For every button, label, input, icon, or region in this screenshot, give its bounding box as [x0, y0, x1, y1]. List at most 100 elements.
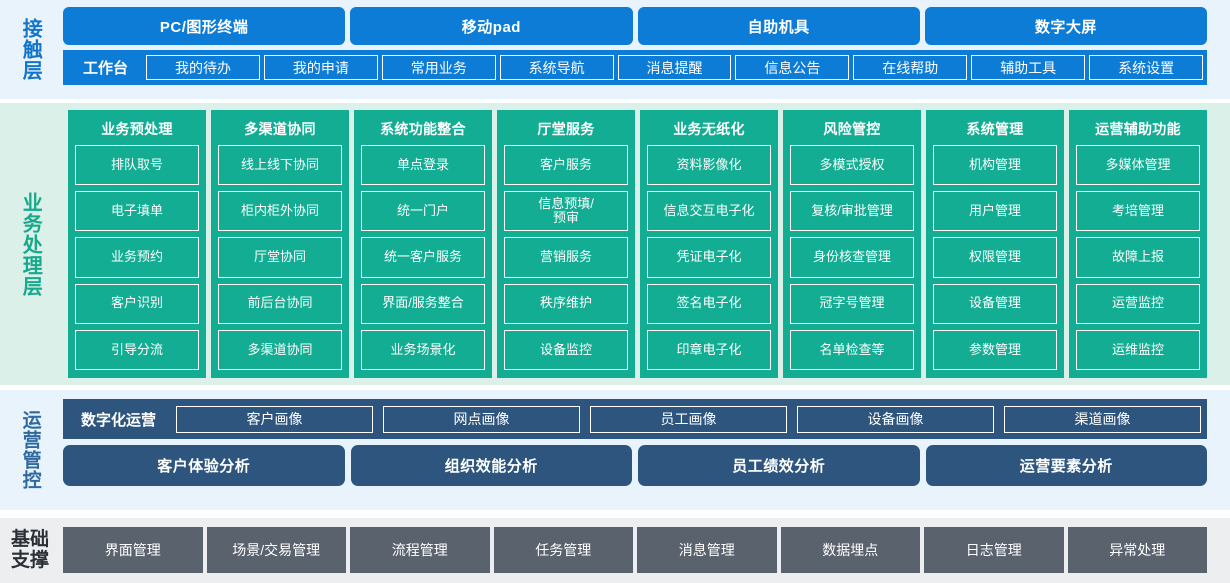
workbench-item-system-nav[interactable]: 系统导航	[499, 55, 614, 80]
business-item[interactable]: 权限管理	[933, 237, 1057, 278]
business-item[interactable]: 冠字号管理	[790, 283, 914, 324]
business-item[interactable]: 参数管理	[933, 329, 1057, 371]
business-item[interactable]: 电子填单	[75, 191, 199, 232]
operations-layer-body: 数字化运营 客户画像 网点画像 员工画像 设备画像 渠道画像 客户体验分析 组织…	[60, 390, 1230, 510]
business-item[interactable]: 签名电子化	[647, 283, 771, 324]
business-column-title: 风险管控	[823, 121, 881, 137]
portrait-employee[interactable]: 员工画像	[590, 405, 788, 433]
business-column-title: 系统功能整合	[380, 121, 466, 137]
touch-layer-label: 接触层	[0, 0, 60, 99]
base-item-data-tracking[interactable]: 数据埋点	[780, 527, 920, 573]
business-item[interactable]: 凭证电子化	[647, 237, 771, 278]
base-item-scenario-transaction-management[interactable]: 场景/交易管理	[206, 527, 346, 573]
base-item-log-management[interactable]: 日志管理	[924, 527, 1064, 573]
analysis-organization-efficiency[interactable]: 组织效能分析	[350, 445, 632, 486]
touch-layer-body: PC/图形终端 移动pad 自助机具 数字大屏 工作台 我的待办 我的申请 常用…	[60, 0, 1230, 99]
workbench-item-system-settings[interactable]: 系统设置	[1089, 55, 1204, 80]
business-item[interactable]: 柜内柜外协同	[218, 191, 342, 232]
business-item[interactable]: 用户管理	[933, 191, 1057, 232]
business-column-items: 机构管理 用户管理 权限管理 设备管理 参数管理	[933, 145, 1057, 371]
workbench-title: 工作台	[83, 60, 129, 77]
business-item[interactable]: 设备监控	[504, 329, 628, 371]
workbench-bar: 工作台 我的待办 我的申请 常用业务 系统导航 消息提醒 信息公告 在线帮助 辅…	[63, 50, 1207, 85]
base-item-task-management[interactable]: 任务管理	[493, 527, 633, 573]
workbench-item-common-business[interactable]: 常用业务	[381, 55, 496, 80]
business-item[interactable]: 统一门户	[361, 191, 485, 232]
business-column-title: 厅堂服务	[537, 121, 595, 137]
base-item-exception-handling[interactable]: 异常处理	[1067, 527, 1207, 573]
business-column-items: 单点登录 统一门户 统一客户服务 界面/服务整合 业务场景化	[361, 145, 485, 371]
portrait-branch[interactable]: 网点画像	[383, 405, 581, 433]
portrait-channel[interactable]: 渠道画像	[1004, 405, 1202, 433]
business-item[interactable]: 多渠道协同	[218, 329, 342, 371]
base-item-message-management[interactable]: 消息管理	[637, 527, 777, 573]
business-column-title: 多渠道协同	[244, 121, 316, 137]
business-item[interactable]: 名单检查等	[790, 329, 914, 371]
business-item[interactable]: 统一客户服务	[361, 237, 485, 278]
business-item[interactable]: 界面/服务整合	[361, 283, 485, 324]
touch-layer-label-text: 接触层	[19, 18, 42, 81]
business-item[interactable]: 营销服务	[504, 237, 628, 278]
business-column-ops-support: 运营辅助功能 多媒体管理 考培管理 故障上报 运营监控 运维监控	[1069, 110, 1207, 378]
channel-chip-self-service[interactable]: 自助机具	[637, 7, 920, 45]
analysis-customer-experience[interactable]: 客户体验分析	[63, 445, 345, 486]
business-column-title: 业务无纸化	[673, 121, 745, 137]
business-item[interactable]: 客户识别	[75, 283, 199, 324]
business-item[interactable]: 多模式授权	[790, 145, 914, 186]
business-item[interactable]: 厅堂协同	[218, 237, 342, 278]
business-item[interactable]: 单点登录	[361, 145, 485, 186]
business-item[interactable]: 秩序维护	[504, 283, 628, 324]
portrait-device[interactable]: 设备画像	[797, 405, 995, 433]
workbench-item-online-help[interactable]: 在线帮助	[853, 55, 968, 80]
business-item[interactable]: 业务预约	[75, 237, 199, 278]
business-column-preprocessing: 业务预处理 排队取号 电子填单 业务预约 客户识别 引导分流	[68, 110, 206, 378]
business-item[interactable]: 线上线下协同	[218, 145, 342, 186]
workbench-item-my-todo[interactable]: 我的待办	[146, 55, 260, 80]
workbench-item-my-application[interactable]: 我的申请	[263, 55, 378, 80]
business-column-title: 业务预处理	[101, 121, 173, 137]
business-item[interactable]: 印章电子化	[647, 329, 771, 371]
business-item[interactable]: 信息预填/ 预审	[504, 191, 628, 232]
business-item[interactable]: 运营监控	[1076, 283, 1200, 324]
business-column-items: 多模式授权 复核/审批管理 身份核查管理 冠字号管理 名单检查等	[790, 145, 914, 371]
business-item[interactable]: 考培管理	[1076, 191, 1200, 232]
business-item[interactable]: 运维监控	[1076, 329, 1200, 371]
base-item-process-management[interactable]: 流程管理	[350, 527, 490, 573]
workbench-item-announcement[interactable]: 信息公告	[735, 55, 850, 80]
workbench-item-message-alert[interactable]: 消息提醒	[617, 55, 732, 80]
business-column-items: 多媒体管理 考培管理 故障上报 运营监控 运维监控	[1076, 145, 1200, 371]
channel-row: PC/图形终端 移动pad 自助机具 数字大屏	[63, 7, 1207, 45]
base-support-layer-band: 基础 支撑 界面管理 场景/交易管理 流程管理 任务管理 消息管理 数据埋点 日…	[0, 518, 1230, 583]
business-layer-body: 业务预处理 排队取号 电子填单 业务预约 客户识别 引导分流 多渠道协同 线上线…	[60, 103, 1230, 385]
business-item[interactable]: 故障上报	[1076, 237, 1200, 278]
business-item[interactable]: 多媒体管理	[1076, 145, 1200, 186]
analysis-operation-factors[interactable]: 运营要素分析	[925, 445, 1207, 486]
business-layer-label: 业务处理层	[0, 103, 60, 385]
business-item[interactable]: 客户服务	[504, 145, 628, 186]
business-item[interactable]: 资料影像化	[647, 145, 771, 186]
business-item[interactable]: 复核/审批管理	[790, 191, 914, 232]
operations-layer-label: 运营管控	[0, 390, 60, 510]
analysis-employee-performance[interactable]: 员工绩效分析	[638, 445, 920, 486]
channel-chip-digital-screen[interactable]: 数字大屏	[924, 7, 1207, 45]
business-item[interactable]: 设备管理	[933, 283, 1057, 324]
base-support-layer-label: 基础 支撑	[0, 518, 60, 583]
business-column-system-management: 系统管理 机构管理 用户管理 权限管理 设备管理 参数管理	[926, 110, 1064, 378]
business-item[interactable]: 业务场景化	[361, 329, 485, 371]
business-item[interactable]: 信息交互电子化	[647, 191, 771, 232]
business-item[interactable]: 前后台协同	[218, 283, 342, 324]
channel-chip-mobile-pad[interactable]: 移动pad	[350, 7, 633, 45]
portrait-customer[interactable]: 客户画像	[176, 405, 374, 433]
business-item[interactable]: 身份核查管理	[790, 237, 914, 278]
business-layer-label-text: 业务处理层	[19, 191, 42, 297]
business-item[interactable]: 排队取号	[75, 145, 199, 186]
business-item[interactable]: 引导分流	[75, 329, 199, 371]
base-support-layer-label-text: 基础 支撑	[10, 528, 49, 571]
workbench-item-aux-tools[interactable]: 辅助工具	[971, 55, 1086, 80]
business-column-items: 排队取号 电子填单 业务预约 客户识别 引导分流	[75, 145, 199, 371]
digital-operations-row: 数字化运营 客户画像 网点画像 员工画像 设备画像 渠道画像	[63, 399, 1207, 439]
channel-chip-pc[interactable]: PC/图形终端	[63, 7, 346, 45]
business-item[interactable]: 机构管理	[933, 145, 1057, 186]
base-item-ui-management[interactable]: 界面管理	[63, 527, 203, 573]
